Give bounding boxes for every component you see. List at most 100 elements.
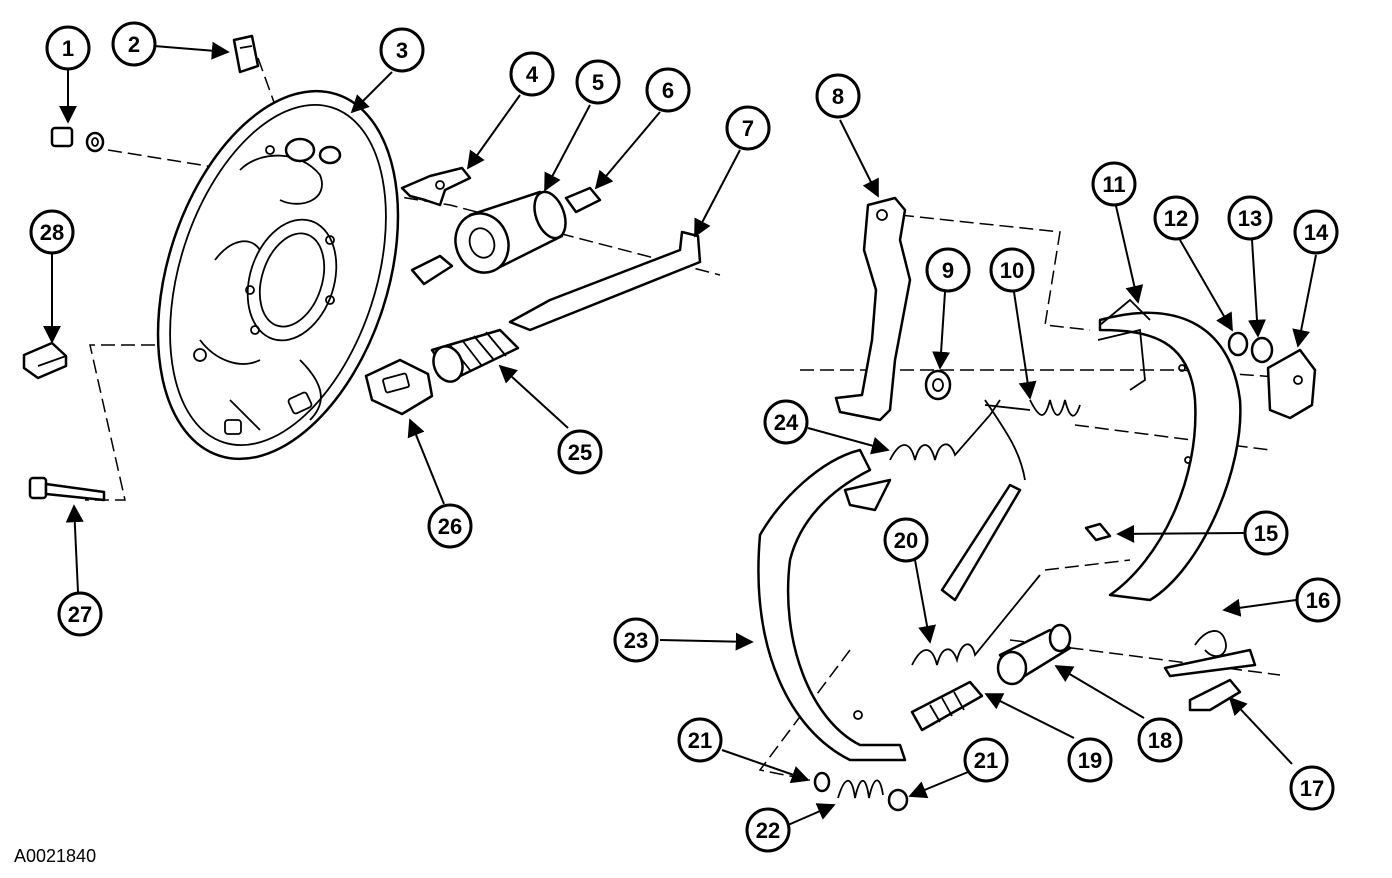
callout-number: 22 (756, 818, 780, 843)
spring-22-part (837, 779, 884, 799)
bleeder-part (564, 186, 602, 214)
callout-22: 22 (745, 807, 791, 853)
callout-circle (963, 737, 1009, 783)
callout-10: 10 (989, 247, 1035, 293)
callout-23: 23 (613, 617, 659, 663)
callout-number: 10 (1000, 258, 1024, 283)
callout-4: 4 (509, 51, 555, 97)
callout-circle (725, 105, 771, 151)
spring-24-part (889, 399, 1001, 461)
callout-9: 9 (925, 247, 971, 293)
callout-number: 4 (526, 62, 539, 87)
callout-27: 27 (57, 591, 103, 637)
callout-circle (1137, 717, 1183, 763)
callout-number: 26 (438, 514, 462, 539)
callout-circle (575, 59, 621, 105)
callout-number: 21 (974, 748, 998, 773)
callout-circle (1295, 577, 1341, 623)
callout-circle (815, 73, 861, 119)
callout-number: 21 (688, 728, 712, 753)
wheel-cylinder-part (410, 190, 567, 286)
callout-circle (1067, 737, 1113, 783)
callout-number: 14 (1304, 220, 1329, 245)
parking-lever-part (834, 196, 912, 422)
callout-number: 8 (832, 84, 844, 109)
callout-circle (509, 51, 555, 97)
callout-circle (1289, 765, 1335, 811)
callout-number: 23 (624, 628, 648, 653)
callout-12: 12 (1153, 195, 1199, 241)
shoe-part (1097, 298, 1242, 602)
callout-circle (427, 503, 473, 549)
retainer-part (1250, 336, 1274, 364)
front-shoe-part (757, 448, 907, 762)
bolt-part (50, 126, 105, 153)
callout-25: 25 (557, 429, 603, 475)
callout-number: 6 (662, 78, 674, 103)
callout-circle (645, 67, 691, 113)
washer-part (924, 369, 952, 401)
callout-number: 1 (62, 36, 74, 61)
callout-circle (613, 617, 659, 663)
cable-part (940, 399, 1026, 602)
callout-circle (45, 25, 91, 71)
callout-number: 28 (40, 220, 64, 245)
callout-circle (677, 717, 723, 763)
pin-21a-part (813, 771, 831, 793)
callout-2: 2 (111, 21, 157, 67)
bracket-part (400, 166, 472, 207)
callout-number: 15 (1254, 521, 1278, 546)
callout-circle (763, 399, 809, 445)
callout-19: 19 (1067, 737, 1113, 783)
callout-circle (925, 247, 971, 293)
callout-number: 5 (592, 70, 604, 95)
adjuster-screw-part (430, 328, 520, 383)
small-washer-part (1227, 331, 1249, 357)
callout-13: 13 (1227, 195, 1273, 241)
socket-part (910, 680, 984, 732)
pin-part (1084, 522, 1112, 542)
callout-circle (29, 209, 75, 255)
callout-11: 11 (1091, 161, 1137, 207)
callout-number: 16 (1306, 588, 1330, 613)
callout-number: 24 (774, 410, 799, 435)
callout-circle (1293, 209, 1339, 255)
callout-circle (111, 21, 157, 67)
callout-circle (1153, 195, 1199, 241)
callout-20: 20 (883, 517, 929, 563)
callout-16: 16 (1295, 577, 1341, 623)
leader-lines (43, 41, 1317, 826)
callout-number: 13 (1238, 206, 1262, 231)
callout-circle (379, 27, 425, 73)
callout-number: 17 (1300, 776, 1324, 801)
assembly-lines (85, 57, 1291, 781)
callout-number: 9 (942, 258, 954, 283)
callout-circle (883, 517, 929, 563)
plug-part (22, 341, 68, 380)
callout-3: 3 (379, 27, 425, 73)
callout-number: 11 (1102, 172, 1125, 197)
callout-8: 8 (815, 73, 861, 119)
callout-24: 24 (763, 399, 809, 445)
callout-number: 7 (742, 116, 754, 141)
adjuster-lever-part (1266, 348, 1317, 420)
spring-20-part (911, 574, 1041, 666)
callout-17: 17 (1289, 765, 1335, 811)
callout-number: 2 (128, 32, 140, 57)
callout-circle (745, 807, 791, 853)
figure-id-label: A0021840 (14, 846, 97, 866)
callout-15: 15 (1243, 510, 1289, 556)
callout-28: 28 (29, 209, 75, 255)
callout-circle (1227, 195, 1273, 241)
long-bolt-part (28, 476, 106, 502)
callout-circle (57, 591, 103, 637)
callout-number: 3 (396, 38, 408, 63)
clip-spring-part (1163, 630, 1257, 678)
callout-7: 7 (725, 105, 771, 151)
lever-17-part (1188, 678, 1242, 712)
callout-21: 21 (677, 717, 723, 763)
strut-part (996, 623, 1072, 686)
callout-6: 6 (645, 67, 691, 113)
